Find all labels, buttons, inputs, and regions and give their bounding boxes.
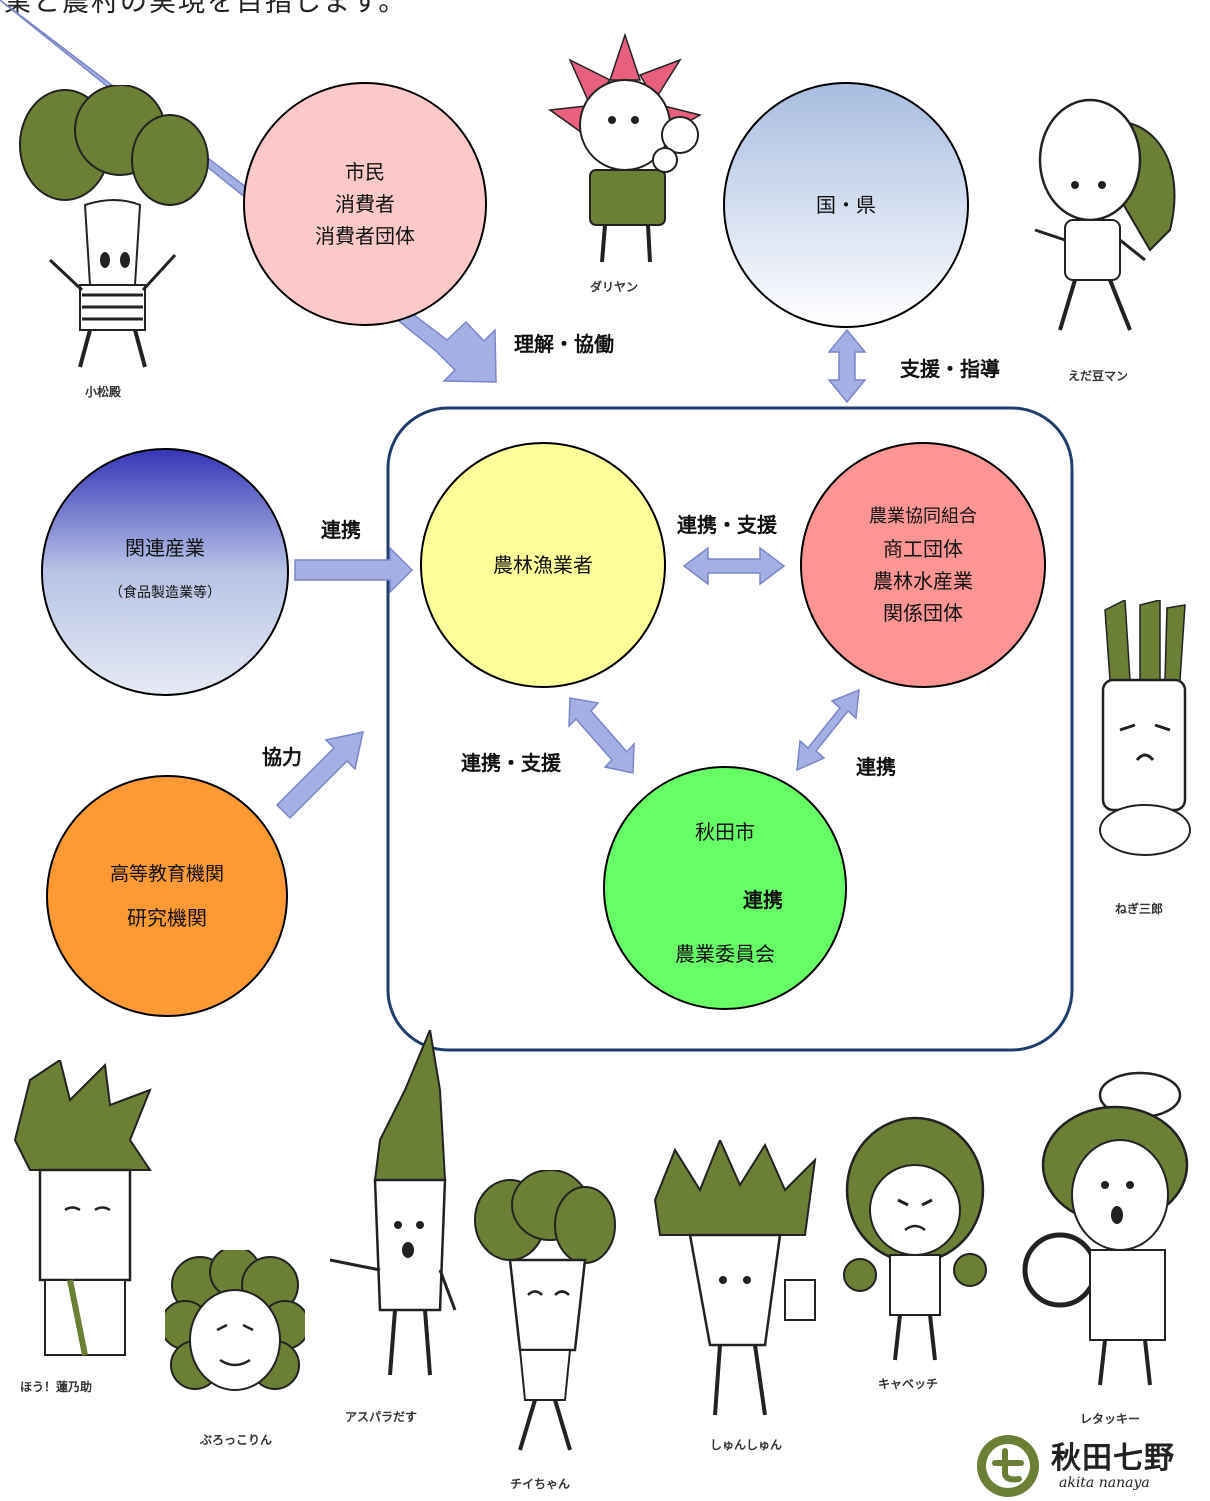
education-line-2: 研究機関	[127, 906, 207, 930]
spinach-character-icon	[13, 1060, 152, 1356]
farmers-label: 農林漁業者	[493, 553, 593, 577]
node-city: 秋田市 農業委員会	[603, 766, 847, 1010]
arrow-industry-to-farmers	[294, 546, 414, 594]
negi-character-icon	[1099, 600, 1191, 856]
asparagus-character-icon	[329, 1030, 457, 1376]
nanaya-logo-icon	[977, 1435, 1039, 1497]
node-farmers: 農林漁業者	[420, 442, 666, 688]
node-education: 高等教育機関 研究機関	[46, 775, 288, 1017]
citizen-line-1: 市民	[345, 160, 385, 184]
label-coop-city: 連携	[856, 755, 896, 779]
arrow-farmers-coop	[682, 546, 786, 586]
spinach-name: ほう！蓮乃助	[20, 1380, 93, 1394]
shungiku-character-icon	[653, 1140, 817, 1416]
central-frame	[386, 406, 1074, 1052]
arrow-farmers-city	[568, 697, 635, 774]
broccoli-character-icon	[165, 1250, 305, 1391]
node-agri-coop: 農業協同組合 商工団体 農林水産業 関係団体	[800, 442, 1046, 688]
coop-line-2: 商工団体	[883, 537, 963, 561]
label-city-internal: 連携	[743, 888, 783, 912]
lettuce-name: レタッキー	[1080, 1412, 1141, 1426]
akita-nanaya-logo: 秋田七野 akita nanaya	[975, 1433, 1205, 1499]
edamame-name: えだ豆マン	[1068, 369, 1129, 383]
shungiku-name: しゅんしゅん	[710, 1438, 783, 1452]
logo-subtext: akita nanaya	[1059, 1475, 1150, 1491]
chingensai-character-icon	[474, 1170, 616, 1451]
label-citizen-frame: 理解・協働	[514, 332, 614, 356]
label-farmers-coop: 連携・支援	[677, 513, 777, 537]
dahlia-character-icon	[547, 32, 702, 263]
arrow-education-to-frame	[275, 731, 364, 820]
coop-line-4: 関係団体	[883, 601, 963, 625]
coop-line-3: 農林水産業	[873, 569, 973, 593]
coop-line-1: 農業協同組合	[869, 506, 977, 527]
node-industry: 関連産業 （食品製造業等）	[41, 448, 289, 696]
asparagus-name: アスパラだす	[345, 1410, 418, 1424]
arrow-national-frame	[827, 328, 867, 404]
komatsuna-name: 小松殿	[85, 385, 122, 399]
node-national: 国・県	[723, 82, 969, 328]
city-bottom-label: 農業委員会	[675, 942, 775, 966]
lettuce-character-icon	[1022, 1071, 1189, 1386]
label-farmers-city: 連携・支援	[461, 751, 561, 775]
education-line-1: 高等教育機関	[109, 863, 224, 885]
national-label: 国・県	[816, 193, 876, 217]
city-top-label: 秋田市	[695, 820, 755, 844]
label-industry-farmers: 連携	[321, 518, 361, 542]
dahlia-name: ダリヤン	[590, 280, 639, 294]
header-text: 業と農村の実現を目指します。	[4, 0, 408, 18]
label-education-frame: 協力	[262, 745, 302, 769]
label-national-frame: 支援・指導	[900, 357, 1000, 381]
arrow-coop-city	[796, 688, 860, 772]
industry-sub-label: （食品製造業等）	[109, 585, 221, 601]
citizen-line-3: 消費者団体	[315, 224, 415, 248]
industry-main-label: 関連産業	[125, 536, 205, 560]
chingensai-name: チイちゃん	[510, 1477, 571, 1491]
citizen-line-2: 消費者	[335, 192, 395, 216]
node-citizen: 市民 消費者 消費者団体	[243, 82, 487, 326]
negi-name: ねぎ三郎	[1115, 902, 1164, 916]
komatsuna-character-icon	[19, 85, 209, 368]
cabbage-character-icon	[843, 1116, 987, 1361]
cabbage-name: キャベッチ	[878, 1377, 939, 1391]
logo-text: 秋田七野	[1051, 1441, 1175, 1476]
broccoli-name: ぶろっこりん	[200, 1433, 273, 1447]
edamame-character-icon	[1034, 98, 1176, 331]
